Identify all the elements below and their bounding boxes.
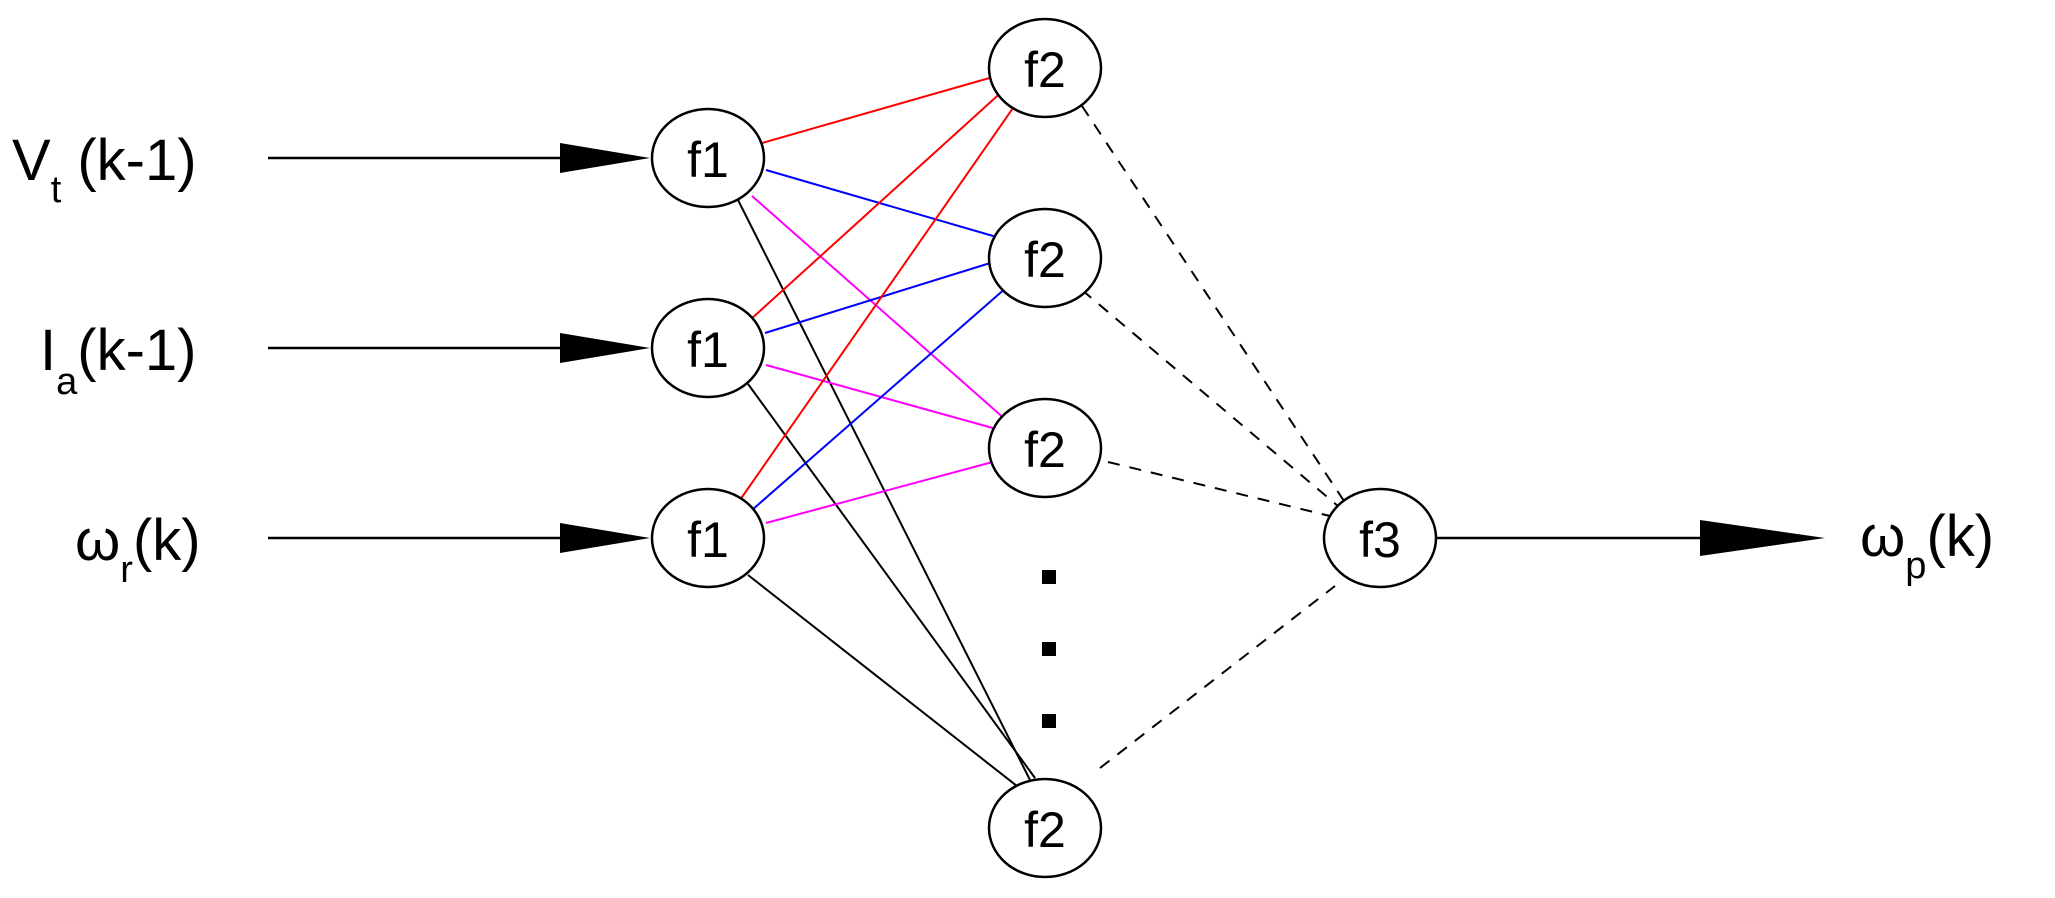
input-label-wr-rest: (k) bbox=[133, 508, 201, 573]
output-arrow bbox=[1435, 520, 1825, 556]
node-f2-2-label: f2 bbox=[1024, 232, 1066, 288]
layer1-to-layer2-edges bbox=[737, 74, 1036, 791]
edge-f1b-f2d bbox=[747, 383, 1036, 779]
node-f2-4: f2 bbox=[987, 777, 1103, 879]
node-f2-3: f2 bbox=[987, 397, 1103, 499]
input-label-vt-main: V bbox=[12, 128, 51, 193]
input-label-ia-rest: (k-1) bbox=[77, 318, 196, 383]
edge-f2c-f3 bbox=[1107, 461, 1331, 517]
edge-f1c-f2a bbox=[739, 97, 1021, 501]
node-f2-4-label: f2 bbox=[1024, 802, 1066, 858]
node-f3: f3 bbox=[1322, 487, 1438, 589]
edge-f2d-f3 bbox=[1099, 585, 1336, 769]
input-label-ia: Ia(k-1) bbox=[40, 318, 196, 403]
edge-f1c-f2b bbox=[751, 279, 1016, 511]
edge-f1b-f2c bbox=[765, 364, 1001, 431]
input-label-wr: ωr(k) bbox=[75, 508, 201, 591]
input-label-vt: Vt (k-1) bbox=[12, 128, 197, 211]
node-f1-bottom-label: f1 bbox=[687, 512, 729, 568]
ellipsis-dot-1 bbox=[1042, 570, 1056, 584]
node-f1-top: f1 bbox=[650, 107, 766, 209]
edge-f1c-f2d bbox=[747, 574, 1023, 791]
input-label-wr-sub: r bbox=[120, 549, 133, 591]
input-label-ia-sub: a bbox=[56, 361, 78, 403]
output-label-wp-sub: p bbox=[1905, 545, 1926, 587]
input-label-vt-rest: (k-1) bbox=[61, 128, 196, 193]
node-f1-top-label: f1 bbox=[687, 132, 729, 188]
input-label-vt-sub: t bbox=[51, 169, 62, 211]
layer2-to-layer3-edges bbox=[1081, 105, 1351, 769]
input-label-wr-main: ω bbox=[75, 508, 120, 573]
layer2-nodes: f2 f2 f2 f2 bbox=[987, 17, 1103, 879]
edge-f1b-f2a bbox=[749, 87, 1007, 321]
ellipsis-dots bbox=[1042, 570, 1056, 728]
ellipsis-dot-2 bbox=[1042, 642, 1056, 656]
layer1-nodes: f1 f1 f1 bbox=[650, 107, 766, 589]
output-label-wp: ωp(k) bbox=[1860, 504, 1994, 587]
input-labels: Vt (k-1) Ia(k-1) ωr(k) bbox=[12, 128, 201, 591]
input-label-ia-main: I bbox=[40, 318, 56, 383]
node-f2-2: f2 bbox=[987, 207, 1103, 309]
edge-f1a-f2c bbox=[751, 195, 1007, 421]
edge-f1c-f2c bbox=[765, 459, 1001, 524]
edge-f2b-f3 bbox=[1081, 289, 1346, 513]
edge-f1a-f2d bbox=[737, 199, 1031, 781]
node-f3-label: f3 bbox=[1359, 512, 1401, 568]
edge-f2a-f3 bbox=[1081, 105, 1351, 511]
output-arrowhead bbox=[1700, 520, 1825, 556]
node-f2-3-label: f2 bbox=[1024, 422, 1066, 478]
edge-f1a-f2b bbox=[765, 169, 1001, 239]
input-arrowhead-1 bbox=[560, 143, 650, 173]
node-f1-middle: f1 bbox=[650, 297, 766, 399]
node-f2-1-label: f2 bbox=[1024, 42, 1066, 98]
node-f1-middle-label: f1 bbox=[687, 322, 729, 378]
ellipsis-dot-3 bbox=[1042, 714, 1056, 728]
output-label-wp-main: ω bbox=[1860, 504, 1905, 569]
node-f1-bottom: f1 bbox=[650, 487, 766, 589]
input-arrows bbox=[268, 143, 650, 553]
node-f2-1: f2 bbox=[987, 17, 1103, 119]
edge-f1a-f2a bbox=[761, 74, 1001, 144]
input-arrowhead-2 bbox=[560, 333, 650, 363]
output-label-wp-rest: (k) bbox=[1926, 504, 1994, 569]
input-arrowhead-3 bbox=[560, 523, 650, 553]
